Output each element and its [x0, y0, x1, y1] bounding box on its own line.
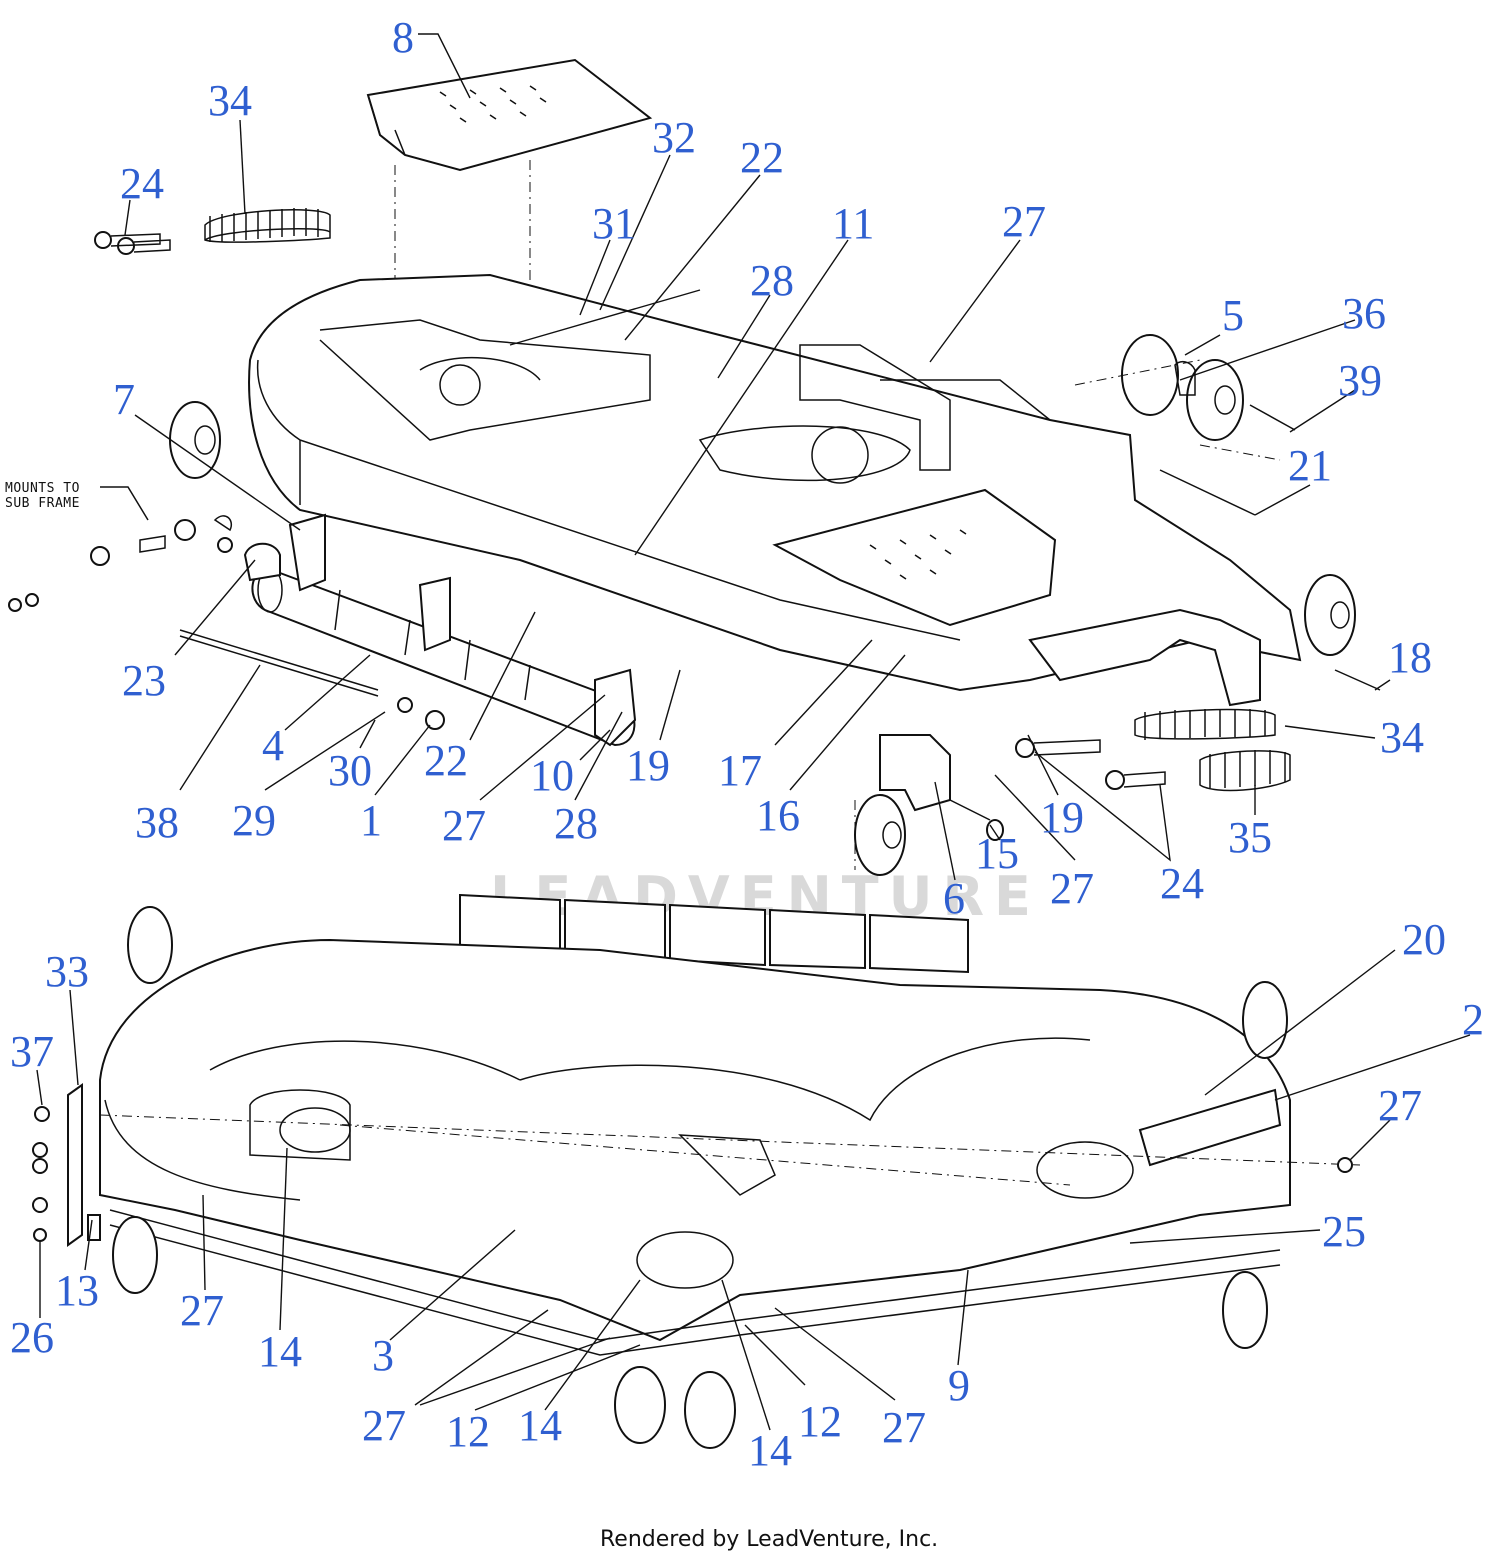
callout-28: 28 — [554, 799, 598, 848]
side-plate-33 — [67, 1083, 83, 1247]
callout-35: 35 — [1228, 813, 1272, 862]
callout-27: 27 — [180, 1286, 224, 1335]
callout-16: 16 — [756, 791, 800, 840]
callout-2: 2 — [1462, 995, 1484, 1044]
callout-26: 26 — [10, 1313, 54, 1362]
callout-5: 5 — [1222, 291, 1244, 340]
callout-21: 21 — [1288, 441, 1332, 490]
callout-19: 19 — [626, 741, 670, 790]
callout-29: 29 — [232, 796, 276, 845]
callout-18: 18 — [1388, 633, 1432, 682]
callout-6: 6 — [943, 874, 965, 923]
callout-27: 27 — [442, 801, 486, 850]
lower-wheel-center-b — [684, 1371, 736, 1449]
lower-wheel-left-rear — [127, 906, 173, 984]
caster-bracket-6 — [879, 734, 951, 812]
callout-24: 24 — [1160, 859, 1204, 908]
callout-4: 4 — [262, 721, 284, 770]
springs-right — [1015, 708, 1291, 792]
callout-7: 7 — [113, 375, 135, 424]
roller-assembly — [179, 513, 637, 747]
lower-wheel-left-front — [112, 1216, 158, 1294]
svg-text:MOUNTS TO: MOUNTS TO — [5, 481, 80, 496]
mower-deck-lower — [99, 938, 1291, 1342]
callout-30: 30 — [328, 746, 372, 795]
foot-plate — [772, 488, 1057, 627]
callout-28: 28 — [750, 256, 794, 305]
callout-34: 34 — [1380, 713, 1424, 762]
callout-12: 12 — [798, 1397, 842, 1446]
lower-deck-assembly — [32, 893, 1361, 1449]
callout-14: 14 — [518, 1401, 562, 1450]
callout-23: 23 — [122, 656, 166, 705]
callout-36: 36 — [1342, 289, 1386, 338]
lower-wheel-right-rear — [1242, 981, 1288, 1059]
rear-rollers — [459, 893, 969, 974]
callout-15: 15 — [975, 829, 1019, 878]
mounts-to-sub-frame-note: MOUNTS TO SUB FRAME — [5, 481, 80, 511]
callout-14: 14 — [258, 1327, 302, 1376]
callout-14: 14 — [748, 1426, 792, 1475]
callout-33: 33 — [45, 947, 89, 996]
callout-37: 37 — [10, 1027, 54, 1076]
callout-27: 27 — [1002, 197, 1046, 246]
upper-deck-assembly — [8, 58, 1381, 876]
callout-27: 27 — [882, 1403, 926, 1452]
callout-9: 9 — [948, 1361, 970, 1410]
callout-12: 12 — [446, 1407, 490, 1456]
leader-lines — [36, 33, 1471, 1431]
callout-numbers: 8 34 24 32 22 31 11 27 28 5 36 39 21 7 2… — [10, 13, 1484, 1475]
springs-top-left — [94, 208, 331, 255]
callout-19: 19 — [1040, 793, 1084, 842]
svg-text:SUB FRAME: SUB FRAME — [5, 496, 80, 511]
callout-31: 31 — [592, 199, 636, 248]
callout-22: 22 — [740, 133, 784, 182]
caster-wheels-upper — [169, 334, 1381, 876]
callout-3: 3 — [372, 1331, 394, 1380]
callout-27: 27 — [1378, 1081, 1422, 1130]
callout-17: 17 — [718, 746, 762, 795]
callout-38: 38 — [135, 798, 179, 847]
callout-25: 25 — [1322, 1207, 1366, 1256]
callout-32: 32 — [652, 113, 696, 162]
callout-27: 27 — [362, 1401, 406, 1450]
left-hardware — [8, 486, 233, 612]
top-cover-plate — [366, 58, 653, 360]
hitch-bracket — [1028, 608, 1261, 707]
callout-13: 13 — [55, 1266, 99, 1315]
callout-39: 39 — [1338, 356, 1382, 405]
callout-24: 24 — [120, 159, 164, 208]
callout-1: 1 — [360, 796, 382, 845]
callout-22: 22 — [424, 736, 468, 785]
callout-11: 11 — [832, 199, 874, 248]
footer-credit: Rendered by LeadVenture, Inc. — [600, 1527, 938, 1552]
callout-20: 20 — [1402, 915, 1446, 964]
callout-34: 34 — [208, 76, 252, 125]
lower-wheel-center-a — [614, 1366, 666, 1444]
lower-wheel-right-front — [1222, 1271, 1268, 1349]
callout-27: 27 — [1050, 864, 1094, 913]
callout-10: 10 — [530, 751, 574, 800]
callout-8: 8 — [392, 13, 414, 62]
